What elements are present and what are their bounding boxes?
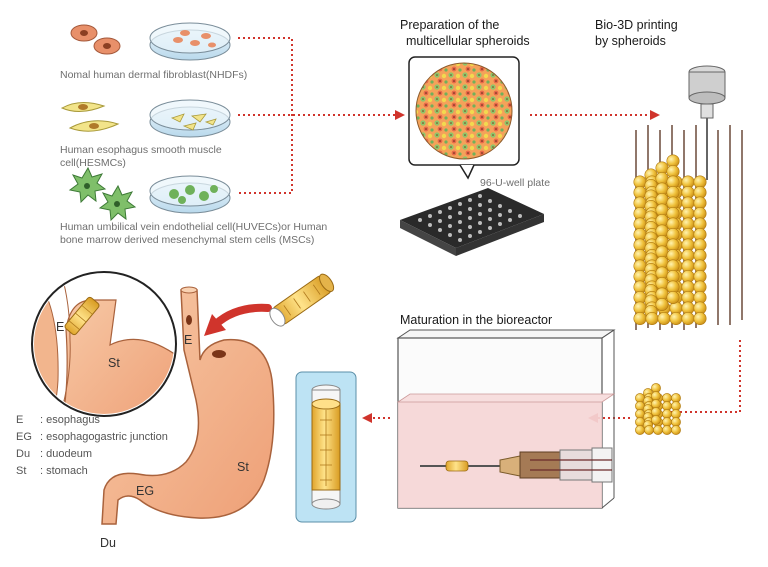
spheroid xyxy=(653,425,663,435)
mag-label-esophagus: E xyxy=(56,320,65,334)
label-esophagus: E xyxy=(184,333,193,347)
label-duodenum: Du xyxy=(100,536,116,550)
printing-title-line1: Bio-3D printing xyxy=(595,18,678,32)
petri-dish-nhdf-icon xyxy=(149,22,231,61)
label-stomach: St xyxy=(237,460,249,474)
hesmc-cells-icon xyxy=(60,102,120,132)
mag-label-stomach: St xyxy=(108,356,120,370)
preparation-title-line2: multicellular spheroids xyxy=(406,34,530,48)
arrow-to-preparation-icon xyxy=(395,110,405,120)
legend-abbr: EG xyxy=(16,431,32,443)
graft-tube-icon xyxy=(269,273,335,327)
stomach-illustration xyxy=(101,286,275,525)
spheroid xyxy=(662,425,672,435)
legend-desc: : esophagogastric junction xyxy=(40,431,168,443)
spheroid xyxy=(681,311,695,325)
96-well-plate-icon xyxy=(400,188,544,256)
spheroid xyxy=(644,425,654,435)
connector-to-bioreactor xyxy=(668,340,741,413)
petri-dish-huvec-icon xyxy=(149,175,231,214)
preparation-title-line1: Preparation of the xyxy=(400,18,500,32)
spheroid xyxy=(651,415,661,425)
hesmc-label-line1: Human esophagus smooth muscle xyxy=(60,144,222,156)
huvec-label-line1: Human umbilical vein endothelial cell(HU… xyxy=(60,221,328,233)
maturation-title: Maturation in the bioreactor xyxy=(400,313,553,327)
spheroid xyxy=(655,297,669,311)
huvec-label-line2: bone marrow derived mesenchymal stem cel… xyxy=(60,234,315,246)
bioreactor-icon xyxy=(396,329,616,509)
legend-abbr: St xyxy=(16,465,27,477)
label-ej-junction: EG xyxy=(136,484,155,498)
cells-connector xyxy=(238,37,395,194)
legend-desc: : duodeum xyxy=(40,448,92,460)
implant-arrow xyxy=(212,303,272,328)
spheroid xyxy=(693,311,707,325)
arrow-to-tube-icon xyxy=(362,413,372,423)
nhdf-label: Nomal human dermal fibroblast(NHDFs) xyxy=(60,69,248,81)
printing-title-line2: by spheroids xyxy=(595,34,666,48)
petri-dish-hesmc-icon xyxy=(149,99,231,138)
spheroid xyxy=(645,311,659,325)
implant-arrow-head-icon xyxy=(204,314,226,336)
multicellular-spheroid xyxy=(415,62,513,160)
magnified-view xyxy=(31,271,177,417)
spheroid xyxy=(666,290,680,304)
plate-label: 96-U-well plate xyxy=(480,177,551,189)
spheroid xyxy=(633,311,647,325)
matured-tube-icon xyxy=(295,371,357,523)
nhdf-cells-icon xyxy=(70,24,121,55)
legend-abbr: E xyxy=(16,414,24,426)
spheroid xyxy=(635,425,645,435)
spheroid xyxy=(657,311,671,325)
callout-pointer xyxy=(459,164,475,180)
legend-abbr: Du xyxy=(16,448,31,460)
printed-spheroid-block xyxy=(633,154,707,325)
hesmc-label-line2: cell(HESMCs) xyxy=(60,157,126,169)
arrow-to-printing-icon xyxy=(650,110,660,120)
huvec-cells-icon xyxy=(68,166,137,222)
printer-nozzle-icon xyxy=(688,65,726,180)
legend-desc: : esophagus xyxy=(40,414,100,426)
spheroid xyxy=(669,311,683,325)
spheroid-tube-block xyxy=(635,383,681,435)
spheroid xyxy=(671,425,681,435)
legend-desc: : stomach xyxy=(40,465,88,477)
